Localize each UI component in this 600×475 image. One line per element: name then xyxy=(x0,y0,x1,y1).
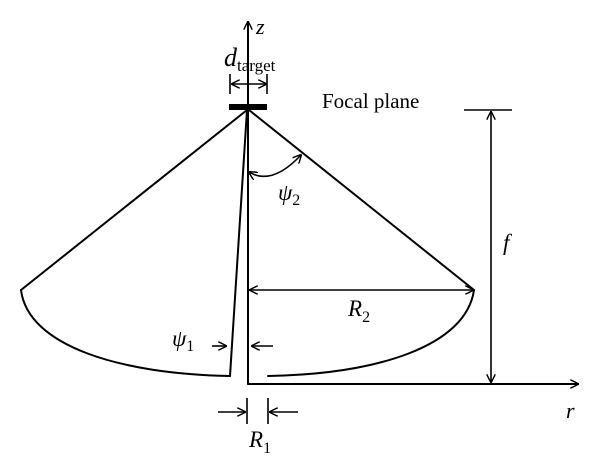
d-target-label: dtarget xyxy=(224,43,276,75)
right-outer-ray xyxy=(248,109,475,291)
right-mirror xyxy=(267,289,475,377)
focal-plane-label: Focal plane xyxy=(322,89,419,113)
z-axis-label: z xyxy=(255,14,265,39)
left-mirror xyxy=(20,289,231,377)
target-bar xyxy=(229,104,267,110)
psi1-label: ψ1 xyxy=(172,326,194,355)
inner-ray xyxy=(229,109,248,377)
R2-label: R2 xyxy=(347,296,370,326)
left-outer-ray xyxy=(20,109,248,291)
r-axis-label: r xyxy=(566,398,575,423)
f-label: f xyxy=(503,230,513,255)
R1-label: R1 xyxy=(248,427,271,457)
psi2-arc xyxy=(249,155,301,176)
psi2-label: ψ2 xyxy=(278,180,300,209)
